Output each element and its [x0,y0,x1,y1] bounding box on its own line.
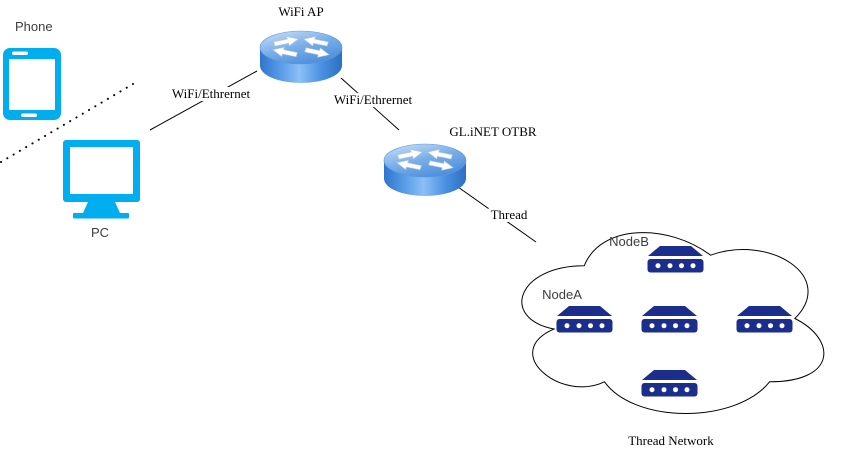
link-ap-otbr-label: WiFi/Ethrernet [331,92,415,107]
otbr-label: GL.iNET OTBR [449,124,537,139]
thread-node-icon [641,306,698,333]
router-arrows-icon [272,36,330,58]
node-a-label: NodeA [542,287,582,302]
node-b-icon [647,246,704,273]
link-otbr-cloud-label: Thread [488,207,530,222]
otbr-router-icon [383,143,467,196]
thread-network-label: Thread Network [628,433,714,448]
node-b-label: NodeB [609,234,649,249]
phone-label: Phone [15,19,53,34]
node-a-icon [556,306,613,333]
router-arrows-icon [396,149,454,171]
link-pc-ap-label: WiFi/Ethrernet [169,86,253,101]
thread-node-icon [641,370,698,397]
wifi-ap-label: WiFi AP [278,4,324,19]
wifi-ap-router-icon [259,30,343,83]
pc-label: PC [90,225,110,240]
phone-icon [3,48,61,120]
thread-node-icon [736,306,793,333]
pc-icon [63,140,140,219]
